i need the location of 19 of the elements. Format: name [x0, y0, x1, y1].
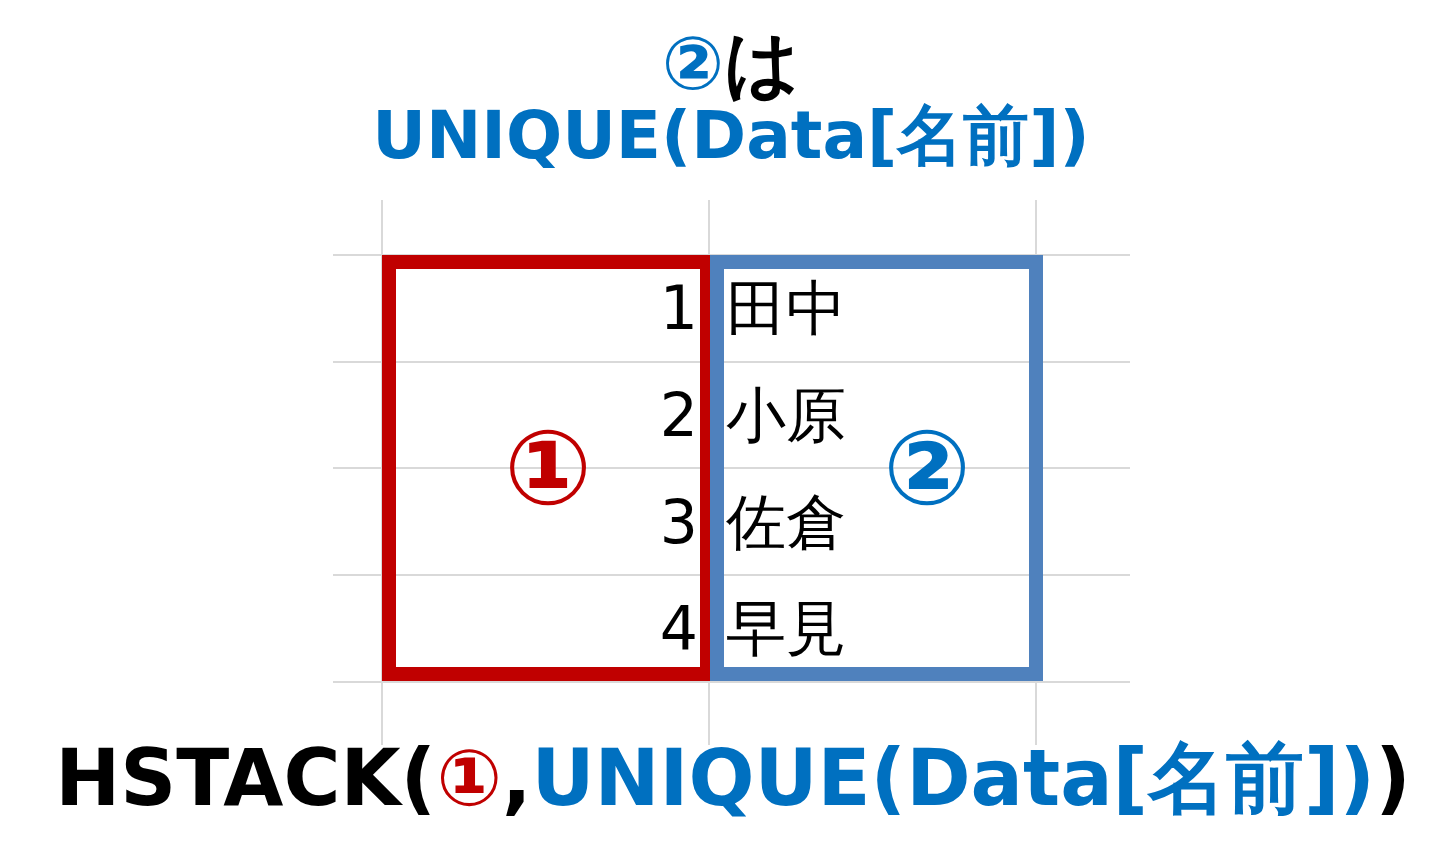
formula-text: UNIQUE(Data[名前]) — [531, 736, 1376, 822]
selection-frame — [710, 255, 1043, 681]
circled-number: ② — [661, 24, 725, 105]
number-text: 3 — [659, 492, 698, 552]
circled-number: ① — [436, 736, 502, 822]
formula-text: HSTACK( — [55, 736, 437, 822]
number-text: 2 — [659, 385, 698, 445]
number-text: 1 — [659, 278, 698, 338]
name-text: 佐倉 — [726, 492, 846, 552]
heading-text: は — [724, 24, 801, 105]
selection-frame — [382, 255, 710, 681]
formula-text: ) — [1375, 736, 1411, 822]
formula-text: , — [501, 736, 532, 822]
circled-number: ① — [503, 416, 593, 520]
circled-number: ② — [882, 416, 972, 520]
name-text: 早見 — [726, 598, 846, 658]
name-text: 小原 — [726, 385, 846, 445]
number-text: 4 — [659, 598, 698, 658]
name-text: 田中 — [726, 278, 846, 338]
